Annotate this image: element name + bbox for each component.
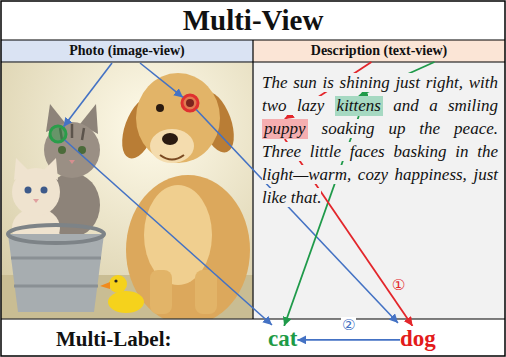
highlight-word: puppy	[262, 119, 308, 139]
duck-head	[109, 275, 127, 293]
leader-arrow	[64, 63, 113, 127]
node-text: Photo (image-view)	[69, 43, 184, 59]
kitten-eye	[41, 187, 48, 194]
node-text: and a smiling	[393, 96, 498, 115]
description-panel: The sun is shining just right, with two …	[253, 62, 505, 319]
bucket-ridges	[11, 258, 101, 286]
node-text: dog	[400, 326, 436, 351]
dog-leg	[195, 270, 217, 314]
class-label: dog	[400, 326, 436, 351]
highlight-text: kittens	[337, 96, 381, 115]
node-text: cat	[268, 326, 297, 351]
dog-body	[126, 175, 250, 319]
duck-beak	[100, 282, 110, 289]
dog-nose	[162, 133, 178, 145]
frame-rule	[252, 40, 253, 319]
bucket-body	[8, 234, 104, 312]
duck-eye	[114, 279, 117, 282]
dog-chest	[144, 185, 212, 285]
leader-arrow	[140, 63, 183, 97]
header-cell-bg	[253, 40, 505, 62]
cat-eye	[58, 146, 66, 154]
kitten-head	[12, 168, 60, 216]
dog-head	[136, 73, 220, 163]
highlight-text: puppy	[264, 119, 306, 138]
dog-muzzle	[150, 129, 194, 163]
focus-circle	[182, 95, 198, 111]
kitten-nose	[33, 199, 39, 203]
view-header: Photo (image-view)	[1, 40, 253, 62]
connector-arrow	[297, 339, 400, 341]
node-text: Description (text-view)	[311, 43, 447, 59]
leader-arrow	[65, 140, 272, 325]
dog-mouth	[160, 155, 184, 160]
focus-circle	[50, 126, 66, 142]
diagram-title: Multi-View	[0, 4, 506, 36]
header-cell-bg	[1, 40, 253, 62]
photo	[2, 63, 253, 319]
kitten-eye	[25, 187, 32, 194]
step-number: ①	[391, 277, 406, 294]
view-header: Description (text-view)	[253, 40, 505, 62]
cat-nose	[69, 160, 75, 164]
highlight-word: kittens	[335, 96, 383, 116]
dog-eye	[156, 104, 164, 112]
step-number: ②	[341, 317, 356, 334]
text-panel-bg	[253, 62, 505, 319]
bucket-rim	[8, 225, 104, 243]
dog-leg	[150, 270, 172, 314]
row-label: Multi-Label:	[56, 327, 172, 352]
frame-rule	[1, 318, 505, 319]
duck-body	[108, 291, 144, 313]
class-label: cat	[268, 326, 297, 351]
